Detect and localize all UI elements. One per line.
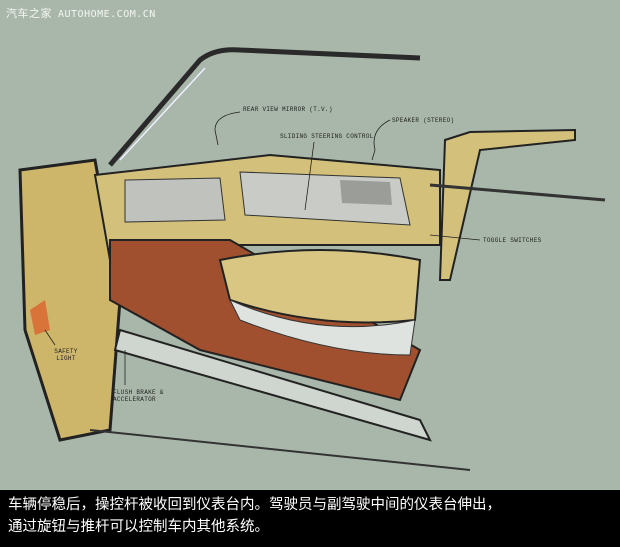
car-interior-sketch: 汽车之家 AUTOHOME.COM.CN REAR VIEW MIRROR (T.… [0,0,620,490]
label-rear-view-mirror: REAR VIEW MIRROR (T.V.) [243,106,333,113]
watermark-cn: 汽车之家 [6,7,52,20]
label-toggle-switches: TOGGLE SWITCHES [483,237,542,244]
sketch-illustration [18,47,606,471]
label-flush-brake: FLUSH BRAKE & ACCELERATOR [113,389,164,403]
caption-line-2: 通过旋钮与推杆可以控制车内其他系统。 [8,519,269,535]
label-safety-light: SAFETY LIGHT [54,348,78,362]
watermark: 汽车之家 AUTOHOME.COM.CN [6,5,156,21]
label-speaker: SPEAKER (STEREO) [392,117,455,124]
caption-line-1: 车辆停稳后，操控杆被收回到仪表台内。驾驶员与副驾驶中间的仪表台伸出， [8,497,501,513]
label-sliding-steering: SLIDING STEERING CONTROL [280,133,374,140]
watermark-en: AUTOHOME.COM.CN [58,9,156,20]
caption: 车辆停稳后，操控杆被收回到仪表台内。驾驶员与副驾驶中间的仪表台伸出， 通过旋钮与… [0,490,620,547]
